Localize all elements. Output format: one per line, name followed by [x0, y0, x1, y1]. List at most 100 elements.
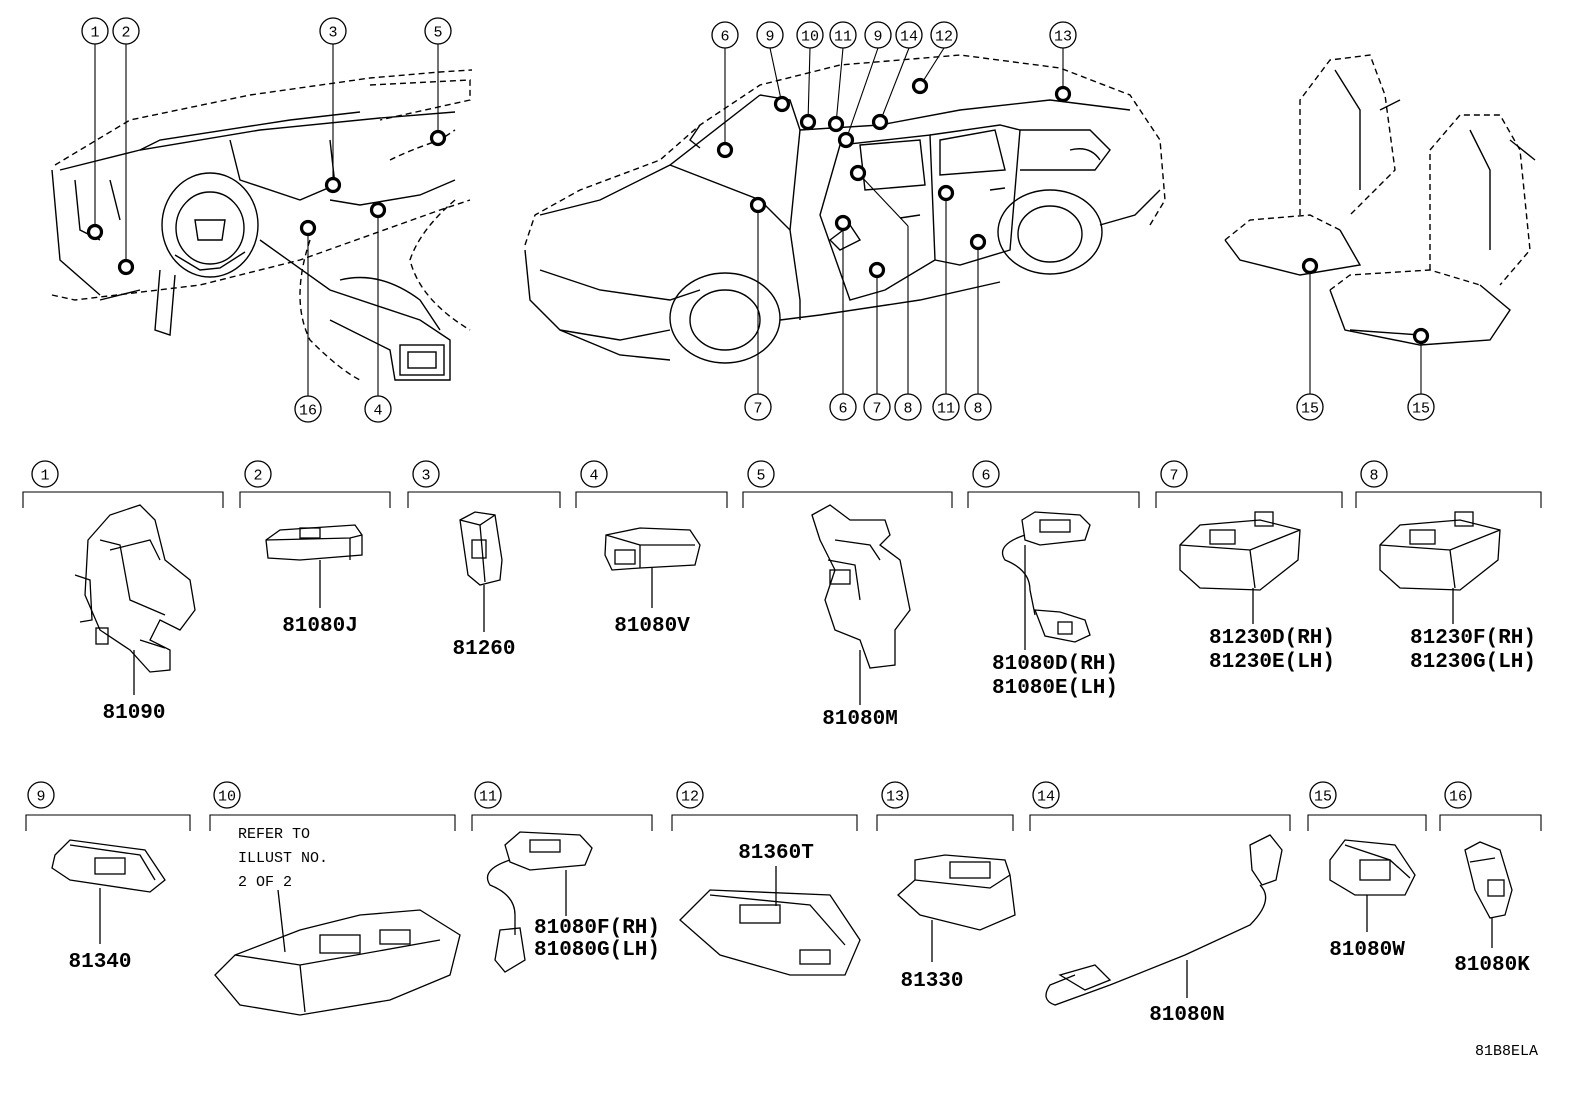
part-number-11: 81080F(RH) [534, 917, 660, 940]
section-callout-7-number: 7 [1169, 468, 1178, 485]
section-callout-16-number: 16 [1449, 789, 1467, 806]
scene-callout-seat-bottom: 15 [1296, 393, 1324, 421]
part-illustrations [51, 504, 1513, 1016]
scene-callout-car-top-number: 12 [935, 29, 953, 46]
part-number-7: 81230E(LH) [1209, 651, 1335, 674]
scene-callout-dash-top-number: 2 [121, 25, 130, 42]
location-dot [716, 141, 734, 159]
scene-callout-dash-top: 2 [112, 17, 140, 45]
scene-callout-car-bottom-number: 7 [753, 401, 762, 418]
scene-callout-car-top: 6 [711, 21, 739, 49]
section-callout-9: 9 [27, 781, 55, 809]
section-bracket [471, 814, 653, 831]
part-number-13: 81330 [900, 970, 963, 993]
section-callout-12: 12 [676, 781, 704, 809]
refer-note-line: ILLUST NO. [238, 850, 328, 867]
section-bracket [1029, 814, 1291, 831]
section-callout-5-number: 5 [756, 468, 765, 485]
scene-callout-car-top: 12 [930, 21, 958, 49]
location-dot [834, 214, 852, 232]
section-callout-15: 15 [1309, 781, 1337, 809]
section-callout-5: 5 [747, 460, 775, 488]
location-dot [871, 113, 889, 131]
section-bracket [209, 814, 456, 831]
scene-callout-dash-bottom-number: 4 [373, 403, 382, 420]
location-dot [827, 115, 845, 133]
section-callout-8-number: 8 [1369, 468, 1378, 485]
scene-callout-car-top: 9 [756, 21, 784, 49]
dashboard-scene [51, 69, 473, 381]
scene-callout-car-top: 11 [829, 21, 857, 49]
section-callout-1-number: 1 [40, 468, 49, 485]
section-bracket [671, 814, 858, 831]
section-callout-12-number: 12 [681, 789, 699, 806]
scene-callout-dash-top-number: 3 [328, 25, 337, 42]
refer-note-line: REFER TO [238, 826, 310, 843]
location-dot [86, 223, 104, 241]
scene-callout-seat-bottom: 15 [1407, 393, 1435, 421]
section-bracket [1439, 814, 1542, 831]
part-number-9: 81340 [68, 951, 131, 974]
location-dot [749, 196, 767, 214]
part-number-6: 81080E(LH) [992, 677, 1118, 700]
seats-scene [1224, 54, 1536, 346]
part-number-labels: 8109081080J8126081080V81080M81080D(RH)81… [68, 615, 1538, 1060]
part-1-drawing [74, 504, 196, 695]
location-dot [937, 184, 955, 202]
scene-callout-dash-bottom: 16 [294, 395, 322, 423]
scene-callout-car-top: 9 [864, 21, 892, 49]
section-bracket [967, 491, 1140, 508]
section-bracket [1307, 814, 1427, 831]
scene-callout-car-bottom: 11 [932, 393, 960, 421]
scene-callout-car-bottom-number: 11 [937, 401, 955, 418]
section-bracket [742, 491, 953, 508]
part-9-drawing [51, 839, 166, 944]
part-number-14: 81080N [1149, 1004, 1225, 1027]
scene-leaders [94, 44, 1422, 396]
part-6-drawing [1001, 511, 1091, 650]
part-3-drawing [459, 511, 503, 632]
section-bracket [575, 491, 728, 508]
part-14-drawing [1045, 834, 1283, 1006]
section-bracket [1155, 491, 1343, 508]
section-bracket [1355, 491, 1542, 508]
location-dot [324, 176, 342, 194]
section-callout-1: 1 [31, 460, 59, 488]
scene-callout-car-bottom: 8 [964, 393, 992, 421]
section-callout-3: 3 [412, 460, 440, 488]
section-callout-13-number: 13 [886, 789, 904, 806]
section-callout-2-number: 2 [253, 468, 262, 485]
scene-callout-car-top-number: 13 [1054, 29, 1072, 46]
scene-callout-dash-top-number: 1 [90, 25, 99, 42]
part-number-7: 81230D(RH) [1209, 627, 1335, 650]
scene-dots [86, 77, 1430, 345]
car-scene [524, 54, 1166, 364]
section-callout-16: 16 [1444, 781, 1472, 809]
scene-callout-car-bottom: 8 [894, 393, 922, 421]
location-dot [868, 261, 886, 279]
scene-callout-car-bottom: 6 [829, 393, 857, 421]
scene-callout-car-bottom-number: 8 [903, 401, 912, 418]
section-callout-8: 8 [1360, 460, 1388, 488]
location-dot [837, 131, 855, 149]
section-callout-10: 10 [213, 781, 241, 809]
part-10-drawing [214, 889, 461, 1016]
section-callout-3-number: 3 [421, 468, 430, 485]
location-dot [969, 233, 987, 251]
section-callout-4: 4 [580, 460, 608, 488]
section-callout-13: 13 [881, 781, 909, 809]
location-dot [1054, 85, 1072, 103]
part-7-drawing [1179, 511, 1301, 624]
scene-callout-car-bottom-number: 6 [838, 401, 847, 418]
part-number-12: 81360T [738, 842, 814, 865]
scene-callout-car-top-number: 11 [834, 29, 852, 46]
section-callout-6: 6 [972, 460, 1000, 488]
part-8-drawing [1379, 511, 1501, 624]
location-dot [429, 129, 447, 147]
section-callout-14: 14 [1032, 781, 1060, 809]
section-bracket [239, 491, 391, 508]
